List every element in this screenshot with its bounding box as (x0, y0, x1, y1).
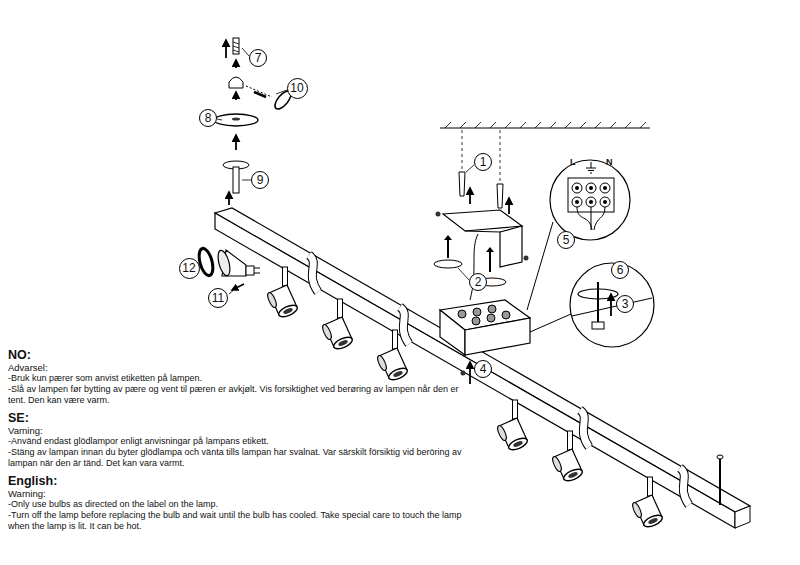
warning-text: -Använd endast glödlampor enligt anvisni… (8, 436, 473, 447)
warning-heading: Varning: (8, 425, 473, 436)
callout-number: 12 (182, 262, 195, 274)
bulb-and-ring (197, 247, 260, 290)
callout-circle: 10 (287, 78, 308, 99)
callout-number: 7 (255, 52, 262, 64)
callout-circle: 5 (557, 231, 575, 249)
callout-circle: 1 (474, 153, 492, 171)
callout-number: 3 (622, 298, 629, 310)
end-pin (717, 455, 723, 505)
language-heading: SE: (8, 411, 473, 425)
terminal-label: L (570, 157, 576, 167)
warning-text: -Bruk kun pærer som anvist etiketten på … (8, 373, 473, 384)
language-heading: English: (8, 474, 473, 488)
callout-number: 10 (290, 82, 303, 94)
callout-circle: 9 (251, 171, 269, 189)
callout-circle: 3 (616, 295, 634, 313)
junction-box (440, 300, 530, 384)
fixing-inset (530, 263, 654, 347)
mounting-bracket (434, 210, 529, 300)
callout-number: 5 (563, 234, 570, 246)
rail (215, 208, 750, 528)
callout-circle: 7 (249, 49, 267, 67)
callout-circle: 2 (469, 273, 487, 291)
warning-text: -Stäng av lampan innan du byter glödlamp… (8, 447, 473, 469)
warning-heading: Advarsel: (8, 362, 473, 373)
callout-number: 2 (475, 276, 482, 288)
warning-text: -Only use bulbs as directed on the label… (8, 499, 473, 510)
callout-circle: 11 (208, 288, 228, 308)
warning-text: -Turn off the lamp before replacing the … (8, 510, 473, 532)
rail-breaks (309, 255, 689, 505)
warning-notes: NO:Advarsel:-Bruk kun pærer som anvist e… (8, 348, 473, 532)
callout-number: 6 (617, 264, 624, 276)
language-heading: NO: (8, 348, 473, 362)
leader-lines (217, 48, 474, 294)
warning-heading: Warning: (8, 488, 473, 499)
callout-circle: 4 (474, 360, 492, 378)
callout-number: 9 (257, 174, 264, 186)
callout-number: 8 (205, 112, 212, 124)
terminal-label: N (606, 157, 613, 167)
callout-circle: 12 (179, 258, 200, 279)
callout-number: 1 (480, 156, 487, 168)
warning-text: -Slå av lampen før bytting av pære og ve… (8, 384, 473, 406)
callout-number: 11 (212, 292, 224, 304)
wall-plugs (459, 172, 509, 214)
ceiling-fixing (214, 38, 294, 205)
callout-number: 4 (480, 363, 487, 375)
callout-circle: 6 (611, 261, 629, 279)
callout-circle: 8 (199, 109, 217, 127)
